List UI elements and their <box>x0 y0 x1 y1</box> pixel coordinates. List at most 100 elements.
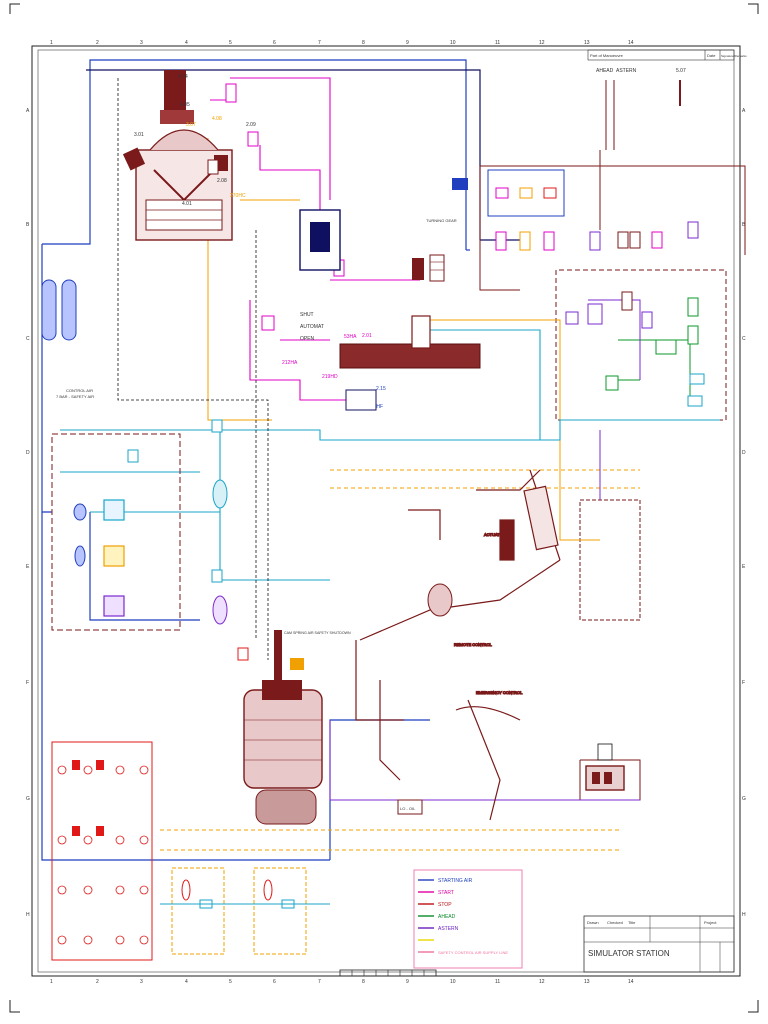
right-grid-letter: G <box>742 796 746 802</box>
top-grid-number: 3 <box>140 40 143 46</box>
crop-marks <box>9 3 759 1013</box>
left-grid-letter: C <box>26 336 30 342</box>
header-date-label: Date <box>707 53 716 58</box>
title-block: Drawn Checked Title Project SIMULATOR ST… <box>583 915 735 973</box>
right-grid-letter: C <box>742 336 746 342</box>
left-grid-letter: G <box>26 796 30 802</box>
right-grid-letter: H <box>742 912 746 918</box>
top-grid-number: 7 <box>318 40 321 46</box>
bottom-grid-number: 13 <box>584 979 590 985</box>
right-grid-letter: D <box>742 450 746 456</box>
bottom-grid-number: 12 <box>539 979 545 985</box>
label-270hc: 270HC <box>230 193 246 199</box>
right-grid-letter: E <box>742 564 746 570</box>
top-grid-number: 9 <box>406 40 409 46</box>
left-grid-letter: F <box>26 680 29 686</box>
bottom-grid-number: 7 <box>318 979 321 985</box>
legend-label: START <box>438 890 454 896</box>
top-grid-number: 1 <box>50 40 53 46</box>
drawing-border-inner <box>37 49 735 973</box>
bottom-grid-number: 11 <box>495 979 500 985</box>
label-4-01: 4.01 <box>182 201 192 207</box>
line-legend: STARTING AIR START STOP AHEAD ASTERN SAF… <box>413 869 523 969</box>
right-control-box <box>565 291 705 407</box>
lo-oil-tank: LO - OIL <box>397 799 423 815</box>
bottom-grid-number: 6 <box>273 979 276 985</box>
right-grid-letter: B <box>742 222 746 228</box>
legend-label: STOP <box>438 902 452 908</box>
actuator-label: ACTUATOR <box>484 532 506 537</box>
automat-label: AUTOMAT <box>300 324 324 330</box>
label-4-05: 4.05 <box>180 102 190 108</box>
title-name: SIMULATOR STATION <box>588 949 670 958</box>
top-grid-number: 13 <box>584 40 590 46</box>
telegraph-indicator: AHEAD ASTERN 5.07 <box>596 68 686 150</box>
left-grid-letter: B <box>26 222 30 228</box>
top-grid-number: 8 <box>362 40 365 46</box>
top-grid-number: 6 <box>273 40 276 46</box>
governor-mechanism: CAM SPRING AIR SAFETY SHUTDOWN <box>237 630 351 825</box>
title-project-label: Project <box>704 920 717 925</box>
start-valve-blocks <box>207 83 345 331</box>
control-air-label: CONTROL AIR <box>66 388 93 393</box>
label-219hd: 219HD <box>322 374 338 380</box>
header-signature-label: Signature/Remarks <box>721 54 747 58</box>
shutoff-labels: SHUT AUTOMAT OPEN <box>300 312 324 342</box>
label-2-08: 2.08 <box>217 178 227 184</box>
left-grid-letter: D <box>26 450 30 456</box>
bottom-grid-number: 5 <box>229 979 232 985</box>
bottom-grid-number: 3 <box>140 979 143 985</box>
bottom-grid-number: 8 <box>362 979 365 985</box>
top-grid-number: 12 <box>539 40 545 46</box>
bottom-grid-number: 9 <box>406 979 409 985</box>
label-4-04: 4.04 <box>178 74 188 80</box>
left-grid-letter: A <box>26 108 30 114</box>
left-grid-letter: H <box>26 912 30 918</box>
linkage-lines <box>117 78 269 660</box>
ahead-pipes <box>610 339 691 400</box>
legend-label: SAFETY CONTROL AIR SUPPLY LINE <box>438 950 508 955</box>
top-grid-number: 10 <box>450 40 456 46</box>
bottom-grid-number: 14 <box>628 979 634 985</box>
remote-control-label: REMOTE CONTROL <box>454 642 493 647</box>
bottom-grid-numbers: 1 2 3 4 5 6 7 8 9 10 11 12 13 14 <box>50 979 634 985</box>
label-2-15: 2.15 <box>376 386 386 392</box>
control-air-unit: CONTROL AIR 7 BAR - SAFETY AIR <box>51 388 228 631</box>
oil-label: LO - OIL <box>400 806 416 811</box>
right-grid-letter: A <box>742 108 746 114</box>
top-grid-number: 11 <box>495 40 500 46</box>
title-title-label: Title <box>628 920 636 925</box>
turning-gear: TURNING GEAR <box>412 218 457 282</box>
top-grid-number: 5 <box>229 40 232 46</box>
bottom-scale-ruler <box>339 969 437 977</box>
top-grid-numbers: 1 2 3 4 5 6 7 8 9 10 11 12 13 14 <box>50 40 634 46</box>
right-grid-letter: F <box>742 680 745 686</box>
label-2-09: 2.09 <box>246 122 256 128</box>
title-drawn-label: Drawn <box>587 920 599 925</box>
label-3-07: 3.07 <box>186 122 196 128</box>
header-block: Part of Manoeuvre Date Signature/Remarks <box>587 49 747 61</box>
label-2-01: 2.01 <box>362 333 372 339</box>
bottom-grid-number: 10 <box>450 979 456 985</box>
emergency-control-label: EMERGENCY CONTROL <box>476 690 523 695</box>
cam-spring-label: CAM SPRING AIR SAFETY SHUTDOWN <box>284 631 351 635</box>
shut-label: SHUT <box>300 312 314 318</box>
top-grid-number: 14 <box>628 40 634 46</box>
astern-pipes <box>329 299 641 801</box>
bottom-grid-number: 1 <box>50 979 53 985</box>
maroon-pipes <box>479 150 746 801</box>
legend-label: STARTING AIR <box>438 878 473 884</box>
label-4-08: 4.08 <box>212 116 222 122</box>
emergency-control-linkage: REMOTE CONTROL EMERGENCY CONTROL ACTUATO… <box>355 469 561 821</box>
legend-label: ASTERN <box>438 926 459 932</box>
astern-label: ASTERN <box>616 68 637 74</box>
bottom-grid-number: 2 <box>96 979 99 985</box>
bottom-grid-number: 4 <box>185 979 188 985</box>
yellow-pipes <box>160 138 640 851</box>
telegraph-ref-label: 5.07 <box>676 68 686 74</box>
reversing-valve-group <box>452 169 699 251</box>
starting-air-distributor <box>339 315 481 411</box>
top-grid-number: 4 <box>185 40 188 46</box>
header-part-label: Part of Manoeuvre <box>590 53 624 58</box>
